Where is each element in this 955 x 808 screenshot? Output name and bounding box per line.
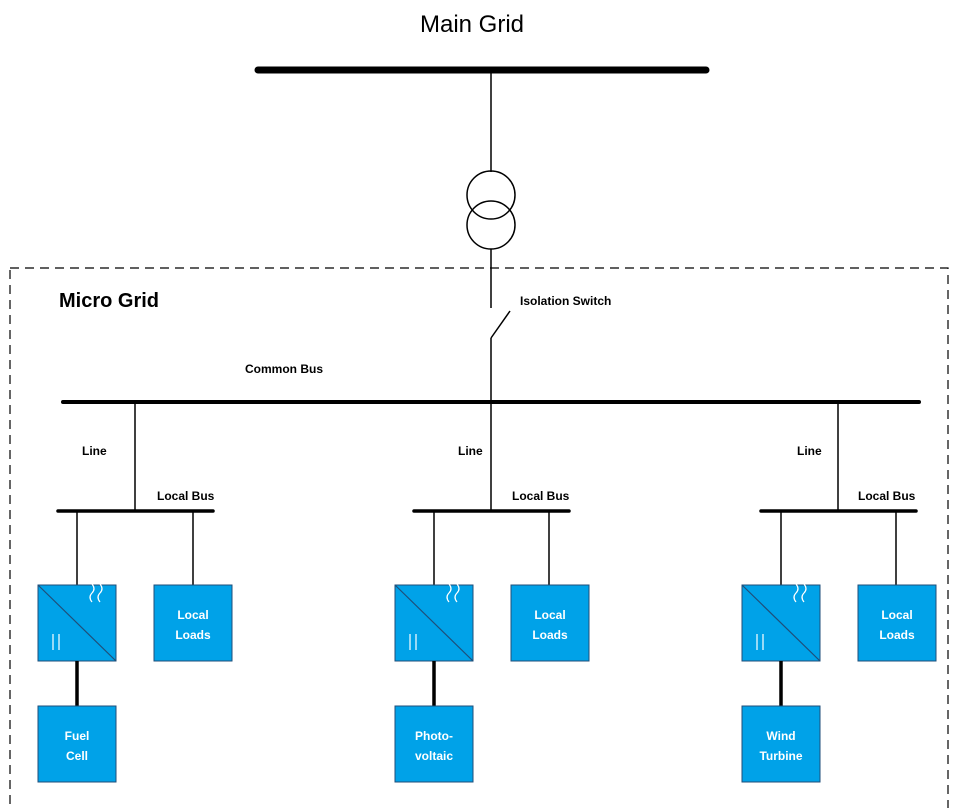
- local-bus-label: Local Bus: [858, 489, 916, 503]
- line-label: Line: [458, 444, 483, 458]
- local-bus-label: Local Bus: [512, 489, 570, 503]
- transformer-icon: [466, 170, 516, 250]
- isolation-switch-label: Isolation Switch: [520, 294, 611, 308]
- feeder-fuel-cell: Line Local Bus Local Loads Fuel Cell: [37, 402, 233, 783]
- line-label: Line: [797, 444, 822, 458]
- source-label-line2: Turbine: [759, 749, 802, 763]
- micro-grid-boundary: [9, 267, 949, 808]
- converter-icon: [394, 583, 474, 662]
- local-loads-label-line1: Local: [534, 608, 565, 622]
- main-grid-title: Main Grid: [420, 11, 524, 38]
- local-loads-label-line1: Local: [881, 608, 912, 622]
- converter-icon: [37, 583, 117, 662]
- local-loads-box: [510, 584, 590, 662]
- source-box: [394, 705, 474, 783]
- local-loads-label-line1: Local: [177, 608, 208, 622]
- source-label-line1: Fuel: [65, 729, 90, 743]
- feeder-wind-turbine: Line Local Bus Local Loads Wind Turbine: [741, 402, 937, 783]
- local-bus-label: Local Bus: [157, 489, 215, 503]
- source-box: [37, 705, 117, 783]
- line-label: Line: [82, 444, 107, 458]
- local-loads-label-line2: Loads: [175, 628, 211, 642]
- converter-icon: [741, 583, 821, 662]
- source-label-line2: Cell: [66, 749, 88, 763]
- local-loads-label-line2: Loads: [879, 628, 915, 642]
- local-loads-box: [153, 584, 233, 662]
- isolation-switch-icon: [490, 310, 511, 339]
- source-label-line2: voltaic: [415, 749, 453, 763]
- micro-grid-title: Micro Grid: [59, 290, 159, 312]
- local-loads-box: [857, 584, 937, 662]
- local-loads-label-line2: Loads: [532, 628, 568, 642]
- source-label-line1: Wind: [766, 729, 795, 743]
- source-label-line1: Photo-: [415, 729, 453, 743]
- source-box: [741, 705, 821, 783]
- common-bus-label: Common Bus: [245, 362, 323, 376]
- feeder-photovoltaic: Line Local Bus Local Loads Photo- voltai…: [394, 402, 590, 783]
